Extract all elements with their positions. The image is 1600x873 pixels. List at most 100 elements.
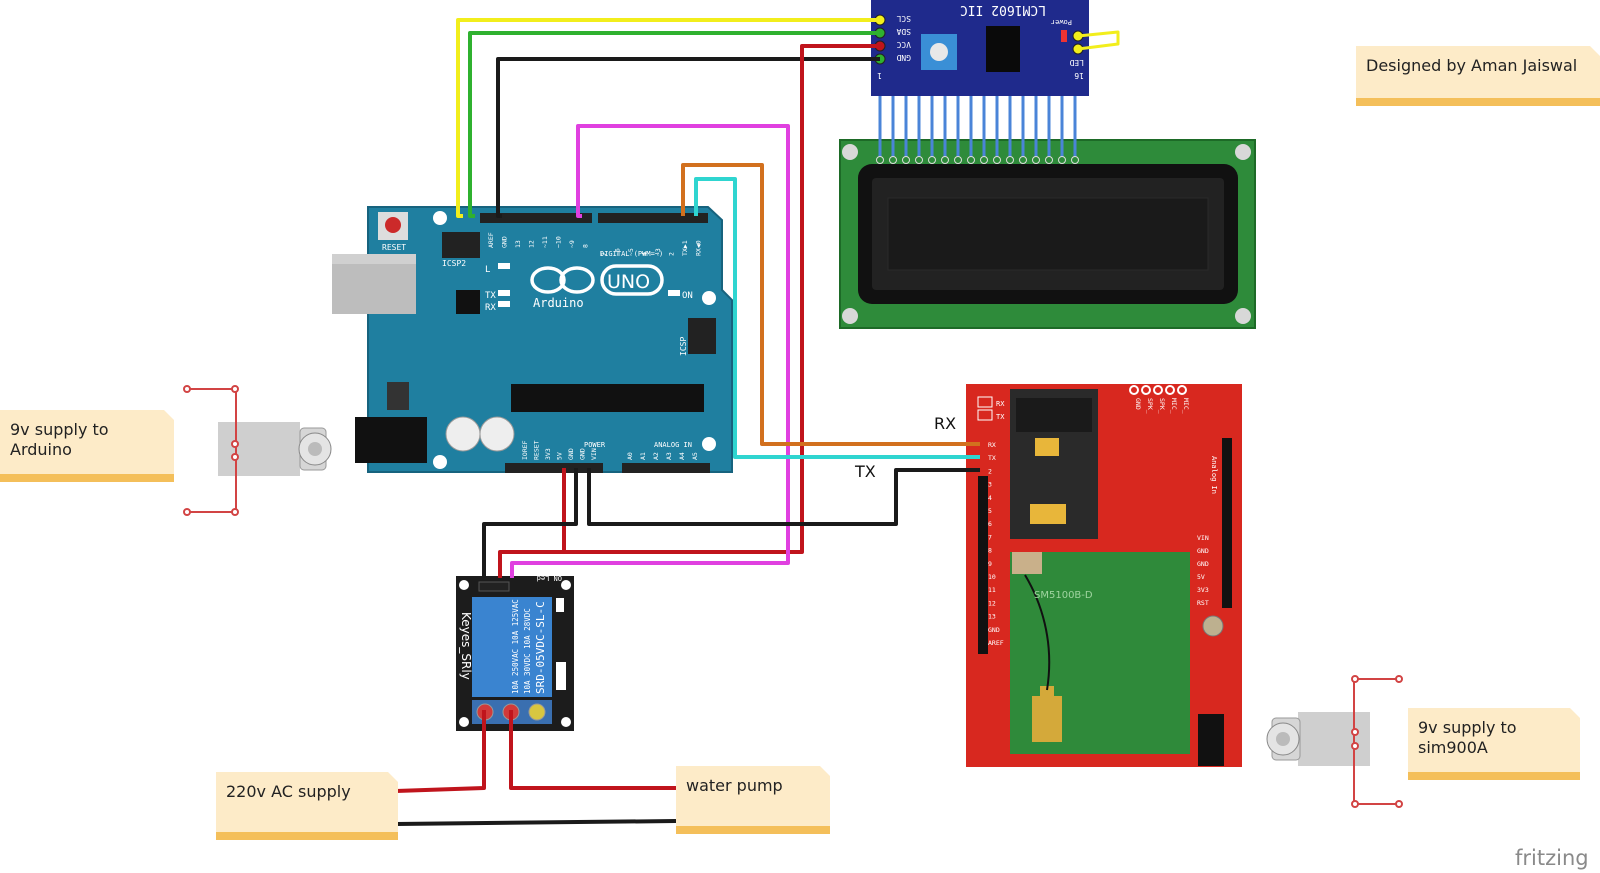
arduino-analog-pin-label: A0 <box>626 452 634 460</box>
tx-label: TX <box>855 462 876 481</box>
arduino-pin-label: 2 <box>668 252 676 256</box>
wire-yellow-scl <box>456 18 880 218</box>
arduino-power-pin-label: GND <box>579 448 587 460</box>
gsm-pin-label: RX <box>988 441 996 449</box>
barrel-jack-arduino <box>183 385 332 516</box>
lcd-display <box>839 139 1256 329</box>
arduino-power-pin-label: IOREF <box>521 440 529 460</box>
power-label: POWER <box>584 441 606 449</box>
i2c-pin-scl: SCL <box>896 14 911 23</box>
wire-magenta-relay <box>510 124 790 578</box>
led-tx-label: TX <box>485 291 496 301</box>
arduino-pin-label: 13 <box>514 240 522 248</box>
relay-rating1: 10A 250VAC 10A 125VAC <box>511 599 520 694</box>
arduino-analog-pin-label: A3 <box>665 452 673 460</box>
lcd-pin-pad <box>915 156 923 164</box>
arduino-power-pin-label: RESET <box>533 440 541 460</box>
i2c-led-label: LED <box>1069 58 1084 67</box>
lcd-pin-pad <box>954 156 962 164</box>
gsm-analog-label: Analog In <box>1210 456 1218 494</box>
i2c-pin-first: 1 <box>877 71 882 80</box>
arduino-pin-label: 4 <box>641 252 649 256</box>
gsm-pin-label: 7 <box>988 533 992 541</box>
lcd-pin-pad <box>1032 156 1040 164</box>
gsm-pin-label: 3 <box>988 481 992 489</box>
lcd-pin-pad <box>1071 156 1079 164</box>
rx-label: RX <box>934 414 957 433</box>
gsm-top-pin-label: GND <box>1134 398 1142 410</box>
lcd-pin-pad <box>1019 156 1027 164</box>
arduino-pin-label: 12 <box>528 240 536 248</box>
i2c-pin-sda: SDA <box>896 27 911 36</box>
arduino-pin-label: ~3 <box>654 248 662 256</box>
digital-label: DIGITAL (PWM=~) <box>600 250 663 258</box>
wire-cyan-tx <box>694 177 980 459</box>
i2c-pin-gnd: GND <box>896 53 911 62</box>
arduino-pin-label: 7 <box>600 252 608 256</box>
gsm-top-pin-label: SPK_ <box>1146 398 1154 414</box>
arduino-power-pin-label: GND <box>567 448 575 460</box>
gsm-rx-label: RX <box>996 400 1005 408</box>
water-pump-note-text: water pump <box>686 776 783 795</box>
arduino-pin-label: 8 <box>582 244 590 248</box>
arduino-pin-label: TX▶1 <box>681 240 689 256</box>
gsm-supply-note-text: 9v supply to sim900A <box>1418 718 1517 757</box>
arduino-analog-pin-label: A2 <box>652 452 660 460</box>
gsm-pin-label: 2 <box>988 467 992 475</box>
designer-note: Designed by Aman Jaiswal <box>1356 46 1600 106</box>
led-l-label: L <box>485 265 490 275</box>
arduino-power-pin-label: 5V <box>556 452 564 460</box>
wire-red-ac-relay <box>395 710 486 793</box>
wire-yellow-led <box>1077 30 1120 51</box>
lcd-i2c-backpack <box>871 0 1089 96</box>
gsm-pin-label: 8 <box>988 547 992 555</box>
arduino-model: UNO <box>607 271 650 293</box>
arduino-pin-label: ~6 <box>614 248 622 256</box>
gsm-pin-label: GND <box>1197 560 1209 568</box>
lcd-pin-pad <box>941 156 949 164</box>
led-rx-label: RX <box>485 303 496 313</box>
board-text: UNO Arduino RESET ICSP2 L TX RX ON DIGIT… <box>382 2 1218 694</box>
arduino-pin-label: AREF <box>487 232 495 248</box>
gsm-pin-label: 10 <box>988 573 996 581</box>
gsm-pin-label: 13 <box>988 613 996 621</box>
lcd-header-pins <box>876 90 1079 164</box>
lcd-pin-pad <box>1045 156 1053 164</box>
arduino-supply-note: 9v supply to Arduino <box>0 410 174 482</box>
lcd-pin-pad <box>902 156 910 164</box>
relay-rating2: 10A 30VDC 10A 28VDC <box>523 608 532 694</box>
arduino-uno-board <box>332 206 733 473</box>
led-on-label: ON <box>682 291 693 301</box>
arduino-pin-label: GND <box>501 236 509 248</box>
lcd-pin-pad <box>967 156 975 164</box>
wire-black-ac-pump <box>395 819 677 826</box>
wire-orange-rx <box>681 163 980 446</box>
lcd-pin-pad <box>889 156 897 164</box>
arduino-analog-pin-label: A1 <box>639 452 647 460</box>
designer-note-text: Designed by Aman Jaiswal <box>1366 56 1578 75</box>
ac-supply-note-text: 220v AC supply <box>226 782 351 801</box>
gsm-pin-label: 4 <box>988 494 992 502</box>
relay-name: Keyes_SRly <box>459 612 473 680</box>
gsm-pin-label: 9 <box>988 560 992 568</box>
gsm-pin-label: 3V3 <box>1197 586 1209 594</box>
arduino-analog-pin-label: A4 <box>678 452 686 460</box>
gsm-sim900a-shield <box>966 384 1242 767</box>
lcd-pin-pad <box>876 156 884 164</box>
i2c-pin-last: 16 <box>1074 71 1084 80</box>
wire-black-gnd-lcd <box>496 57 880 218</box>
reset-label: RESET <box>382 243 406 252</box>
arduino-power-pin-label: VIN <box>590 448 598 460</box>
gsm-pin-label: 6 <box>988 520 992 528</box>
arduino-pin-label: RX◀0 <box>695 240 703 256</box>
arduino-pin-label: ~9 <box>568 240 576 248</box>
i2c-pin-vcc: VCC <box>896 40 911 49</box>
icsp-label: ICSP <box>679 337 688 356</box>
fritzing-brand: fritzing <box>1515 846 1589 870</box>
gsm-pin-label: 11 <box>988 586 996 594</box>
barrel-jack-gsm <box>1266 675 1403 808</box>
wire-black-gsm <box>587 468 980 526</box>
arduino-pin-label: ~10 <box>555 236 563 248</box>
icsp2-label: ICSP2 <box>442 259 466 268</box>
gsm-pin-label: GND <box>1197 547 1209 555</box>
